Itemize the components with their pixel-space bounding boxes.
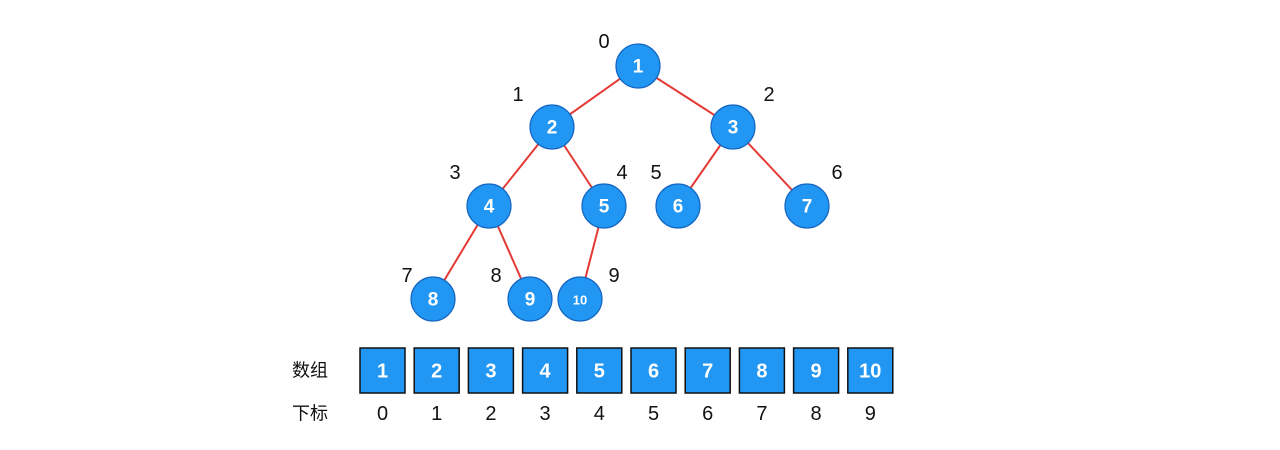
array-cell-value: 1 — [377, 361, 388, 383]
tree-node-circle — [615, 43, 661, 89]
array-cell-box — [359, 347, 406, 394]
tree-node-circle — [581, 183, 627, 229]
array-index: 0 — [377, 403, 388, 425]
array-cell-value: 3 — [485, 361, 496, 383]
array-indices: 0 1 2 3 4 5 6 7 8 9 — [377, 403, 876, 425]
array-index: 4 — [594, 403, 605, 425]
tree-node: 1 — [615, 43, 661, 89]
array-cell-box — [521, 347, 569, 394]
array-index: 3 — [540, 403, 551, 425]
array-index: 1 — [431, 403, 442, 425]
array-cell-value: 5 — [594, 361, 605, 383]
array-index: 8 — [811, 403, 822, 425]
tree-node-circle — [784, 183, 830, 229]
tree-node-index: 9 — [608, 265, 619, 287]
tree-node: 5 — [581, 183, 627, 229]
tree-node-circle — [557, 276, 603, 322]
tree-node-value: 5 — [599, 197, 610, 218]
tree-node: 10 — [557, 276, 603, 322]
array-index: 6 — [702, 403, 713, 425]
array-index: 9 — [865, 403, 876, 425]
tree-node-circle — [466, 183, 512, 229]
tree-node-index: 1 — [512, 84, 523, 106]
tree-node: 7 — [784, 183, 830, 229]
tree-node-value: 8 — [428, 290, 439, 311]
array-cell: 9 — [792, 347, 840, 394]
tree-node-circle — [710, 104, 756, 150]
tree-node: 9 — [507, 276, 553, 322]
tree-node-value: 1 — [633, 57, 644, 78]
tree-node-value: 7 — [802, 197, 813, 218]
tree-node-value: 6 — [673, 197, 684, 218]
tree-node-index: 5 — [650, 162, 661, 184]
tree-node-index: 8 — [490, 265, 501, 287]
tree-node-index: 2 — [763, 84, 774, 106]
tree-node: 2 — [529, 104, 575, 150]
array-cells: 1 2 3 4 5 6 7 8 9 10 — [359, 347, 894, 394]
tree-node-value: 10 — [573, 293, 587, 308]
array-cell-box — [467, 347, 515, 394]
array-index: 7 — [756, 403, 767, 425]
array-cell-box — [413, 347, 460, 394]
array-cell-value: 7 — [702, 361, 713, 383]
tree-node-index: 4 — [616, 162, 627, 184]
array-cell-box — [792, 347, 840, 394]
array-cell-value: 6 — [648, 361, 659, 383]
array-cell: 4 — [521, 347, 569, 394]
array-cell-value: 2 — [431, 361, 442, 383]
tree-node: 6 — [655, 183, 701, 229]
array-cell-value: 8 — [756, 361, 767, 383]
tree-node-index: 6 — [831, 162, 842, 184]
array-cell-box — [576, 347, 623, 394]
tree-node-circle — [507, 276, 553, 322]
array-cell: 8 — [738, 347, 786, 394]
array-cell: 6 — [630, 347, 677, 394]
array-cell: 1 — [359, 347, 406, 394]
tree-node-circle — [410, 276, 456, 322]
tree-node-index: 0 — [598, 31, 609, 53]
array-cell-box — [847, 347, 894, 394]
array-cell-value: 4 — [540, 361, 552, 383]
tree-node: 3 — [710, 104, 756, 150]
tree-node-value: 3 — [728, 118, 739, 139]
array-cell-box — [684, 347, 731, 394]
tree-node: 4 — [466, 183, 512, 229]
tree-node-value: 9 — [525, 290, 536, 311]
array-cell: 5 — [576, 347, 623, 394]
array-index: 2 — [485, 403, 496, 425]
tree-node-circle — [529, 104, 575, 150]
index-row-label: 下标 — [292, 404, 328, 425]
array-cell: 10 — [847, 347, 894, 394]
array-cell-box — [738, 347, 786, 394]
array-cell-value: 10 — [859, 361, 881, 383]
tree-node: 8 — [410, 276, 456, 322]
array-row-label: 数组 — [292, 361, 328, 382]
array-cell-box — [630, 347, 677, 394]
array-cell: 7 — [684, 347, 731, 394]
array-cell: 3 — [467, 347, 515, 394]
array-cell-value: 9 — [811, 361, 822, 383]
array-index: 5 — [648, 403, 659, 425]
tree-node-value: 4 — [484, 197, 495, 218]
tree-node-value: 2 — [547, 118, 558, 139]
tree-node-index: 7 — [401, 265, 412, 287]
tree-node-index: 3 — [449, 162, 460, 184]
tree-node-circle — [655, 183, 701, 229]
array-cell: 2 — [413, 347, 460, 394]
